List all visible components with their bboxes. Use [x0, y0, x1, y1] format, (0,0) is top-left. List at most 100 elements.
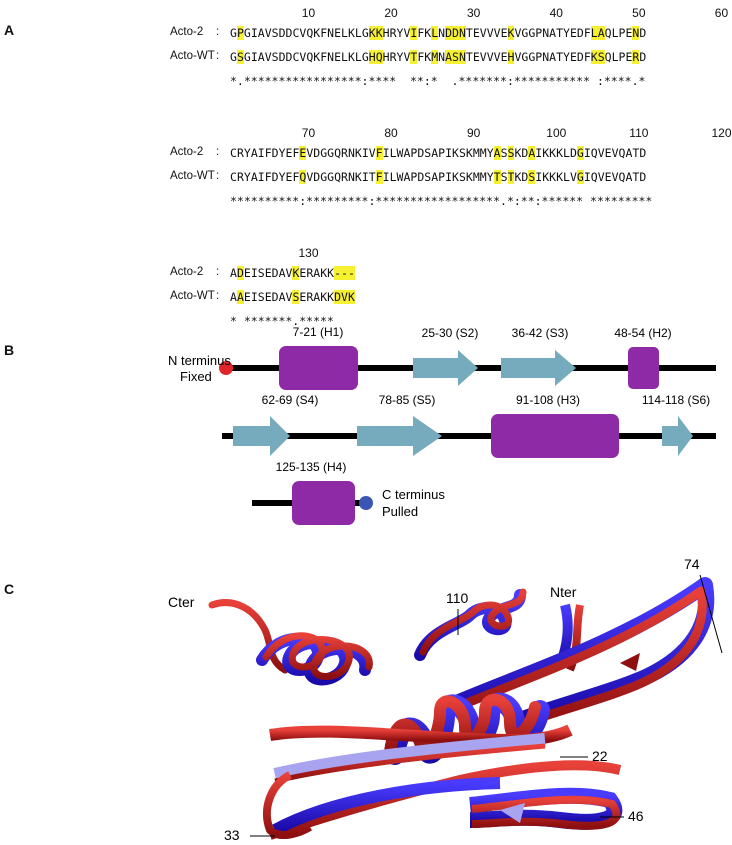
residue: V — [264, 50, 272, 64]
position-number: 50 — [632, 6, 646, 20]
residue: L — [389, 170, 397, 184]
residue: T — [556, 50, 563, 64]
residue: D — [417, 170, 425, 184]
residue: D — [576, 50, 584, 64]
residue: S — [500, 170, 508, 184]
consensus-row: **********:*********:******************.… — [230, 194, 653, 208]
panel-label-a: A — [4, 22, 15, 38]
residue: N — [347, 170, 355, 184]
residue: V — [403, 26, 411, 40]
label-h1: 7-21 (H1) — [293, 325, 344, 339]
residue: L — [431, 26, 439, 40]
residue: M — [479, 146, 487, 160]
residue: A — [549, 50, 557, 64]
residue: Y — [396, 26, 404, 40]
position-number: 60 — [714, 6, 729, 20]
residue: D — [271, 290, 279, 304]
residue: A — [625, 146, 633, 160]
residue: D — [271, 266, 279, 280]
sequence-name: Acto-2 — [170, 266, 204, 278]
residue: A — [230, 290, 237, 304]
residue: G — [230, 50, 237, 64]
residue: R — [341, 146, 348, 160]
residue: - — [334, 266, 341, 280]
residue: V — [486, 26, 494, 40]
lower-sheet — [268, 724, 623, 840]
residue: D — [285, 50, 293, 64]
residue: D — [452, 26, 459, 40]
residue: A — [445, 50, 452, 64]
position-number: 90 — [466, 126, 481, 140]
residue: Q — [299, 170, 307, 184]
residue: R — [306, 290, 314, 304]
residue: V — [479, 26, 487, 40]
position-number: 80 — [384, 126, 398, 140]
residue: R — [236, 170, 244, 184]
c-terminal-tail — [208, 599, 289, 674]
residue: Y — [278, 146, 286, 160]
residue: E — [334, 26, 341, 40]
residue: Q — [590, 170, 598, 184]
n-terminus-sub: Fixed — [180, 369, 212, 384]
sequence-name: Acto-WT — [170, 290, 215, 302]
residue: Y — [243, 146, 251, 160]
residue: I — [445, 146, 452, 160]
residue: D — [639, 26, 647, 40]
sequence-name: Acto-WT — [170, 50, 215, 62]
residue: I — [250, 26, 258, 40]
residue: I — [250, 50, 258, 64]
position-number: 130 — [298, 246, 319, 260]
residue: A — [250, 146, 258, 160]
residue: G — [361, 50, 369, 64]
sequence-separator: : — [216, 146, 220, 158]
residue: E — [604, 170, 612, 184]
residue: D — [521, 170, 529, 184]
residue: G — [243, 50, 251, 64]
residue: V — [368, 146, 376, 160]
residue: S — [500, 146, 508, 160]
sequence-row: CRYAIFDYEFEVDGGQRNKIVFILWAPDSAPIKSKMMYAS… — [230, 146, 646, 160]
residue: M — [431, 50, 439, 64]
residue: Q — [618, 146, 626, 160]
residue: K — [465, 146, 473, 160]
residue: A — [597, 26, 605, 40]
residue: Y — [563, 50, 570, 64]
residue: A — [278, 266, 286, 280]
sequence-row: CRYAIFDYEFQVDGGQRNKITFILWAPDSAPIKSKMMYTS… — [230, 170, 646, 184]
residue: K — [313, 26, 321, 40]
residue: C — [230, 146, 237, 160]
residue: P — [618, 50, 626, 64]
residue: M — [472, 170, 480, 184]
residue: Y — [486, 146, 494, 160]
residue: I — [583, 146, 591, 160]
residue: S — [292, 290, 300, 304]
helix-h4 — [292, 481, 355, 525]
residue: G — [327, 170, 335, 184]
residue: V — [285, 290, 293, 304]
residue: L — [611, 26, 619, 40]
residue: F — [292, 170, 300, 184]
helix-h1 — [279, 346, 358, 390]
residue: S — [271, 26, 279, 40]
residue: L — [611, 50, 619, 64]
residue: Y — [278, 170, 286, 184]
residue: K — [368, 26, 376, 40]
residue: Q — [604, 50, 612, 64]
residue: E — [334, 50, 341, 64]
residue: K — [347, 290, 355, 304]
residue: A — [313, 290, 321, 304]
residue: D — [521, 146, 529, 160]
residue: K — [347, 50, 355, 64]
residue: P — [236, 26, 244, 40]
residue: E — [285, 170, 293, 184]
residue: K — [549, 170, 557, 184]
residue: T — [556, 26, 563, 40]
residue: R — [389, 50, 397, 64]
residue: K — [452, 170, 459, 184]
residue: K — [424, 26, 432, 40]
residue: P — [410, 170, 418, 184]
residue: A — [257, 50, 265, 64]
residue: M — [479, 170, 487, 184]
residue: G — [230, 26, 237, 40]
n-terminus-dot — [219, 361, 233, 375]
